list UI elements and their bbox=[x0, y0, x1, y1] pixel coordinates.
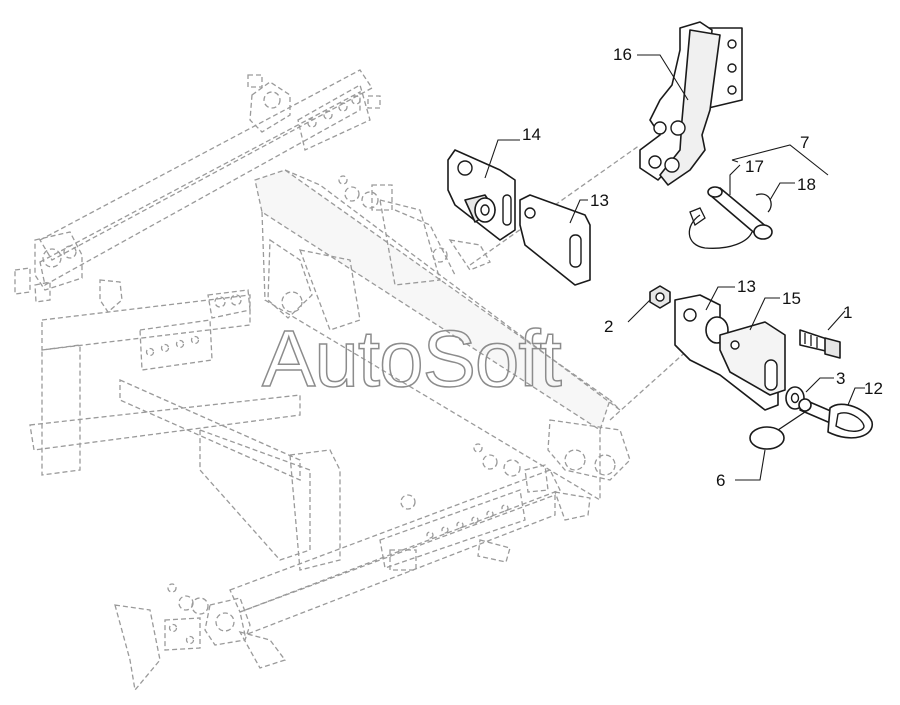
callout-labels: 16 14 13 7 17 18 13 15 2 1 3 12 6 bbox=[522, 45, 883, 490]
callout-3: 3 bbox=[836, 369, 845, 388]
pin-with-clip bbox=[688, 186, 773, 249]
callout-17: 17 bbox=[745, 157, 764, 176]
callout-16: 16 bbox=[613, 45, 632, 64]
callout-18: 18 bbox=[797, 175, 816, 194]
slotted-plate-13-upper bbox=[519, 194, 591, 286]
leader-lines bbox=[484, 54, 865, 481]
frame-assembly bbox=[14, 69, 711, 692]
nut-2 bbox=[649, 285, 671, 309]
pin-12 bbox=[798, 398, 873, 439]
callout-7: 7 bbox=[800, 133, 809, 152]
bolt-1 bbox=[799, 329, 841, 359]
callout-2: 2 bbox=[604, 317, 613, 336]
plate-assembly-lower bbox=[674, 294, 786, 411]
callout-13-upper: 13 bbox=[590, 191, 609, 210]
ring-6 bbox=[749, 409, 809, 450]
callout-1: 1 bbox=[843, 303, 852, 322]
callout-13-lower: 13 bbox=[737, 277, 756, 296]
hinge-bracket-part bbox=[639, 21, 743, 186]
callout-14: 14 bbox=[522, 125, 541, 144]
bracket-plate-14 bbox=[447, 149, 516, 241]
callout-12: 12 bbox=[864, 379, 883, 398]
watermark-logo: AutoSoft bbox=[262, 314, 562, 403]
callout-6: 6 bbox=[716, 471, 725, 490]
callout-15: 15 bbox=[782, 289, 801, 308]
